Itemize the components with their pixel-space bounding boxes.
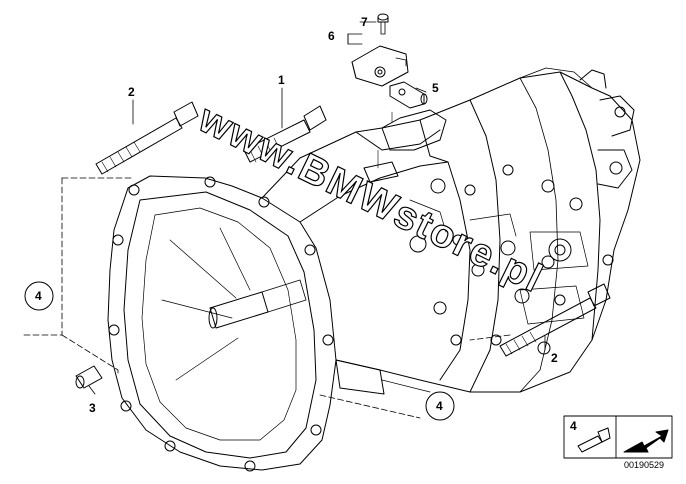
screw-7 — [377, 13, 389, 35]
callout-7: 7 — [361, 15, 368, 29]
legend-box — [563, 415, 673, 459]
dowel-sleeve-3 — [75, 365, 103, 389]
reference-4-bottom: 4 — [436, 399, 443, 413]
sensor-bracket-6 — [351, 45, 409, 87]
callout-3: 3 — [89, 401, 96, 415]
bolt-2-upper — [95, 101, 199, 175]
callout-6: 6 — [328, 29, 335, 43]
callout-2-lower: 2 — [551, 351, 558, 365]
reference-frame — [21, 177, 511, 419]
diagram-id: 00190529 — [624, 460, 665, 470]
bolt-2-lower — [499, 283, 611, 357]
bell-housing — [107, 175, 337, 472]
switch-5 — [389, 81, 428, 109]
callout-1: 1 — [278, 73, 285, 87]
reference-4-left: 4 — [35, 289, 42, 303]
watermark: www.BMWstore.pl — [191, 96, 550, 301]
legend-reference-4: 4 — [570, 419, 577, 433]
leader-lines — [88, 21, 546, 395]
transmission-case — [261, 67, 641, 395]
bolt-1 — [243, 105, 327, 163]
callout-5: 5 — [432, 81, 439, 95]
reference-badges — [24, 281, 455, 421]
callout-2-upper: 2 — [128, 85, 135, 99]
arrow-icon — [623, 429, 669, 453]
